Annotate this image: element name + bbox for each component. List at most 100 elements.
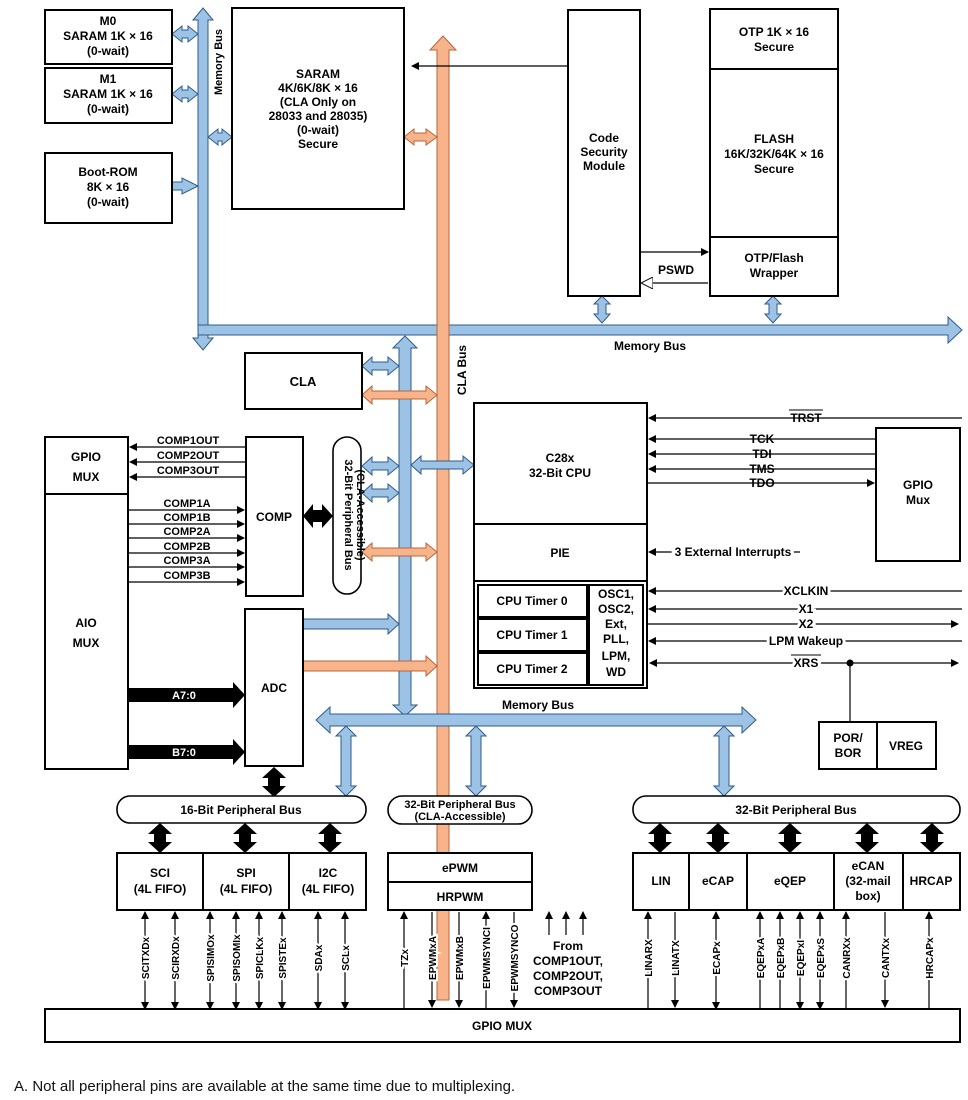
svg-text:CPU Timer 0: CPU Timer 0 (496, 594, 567, 608)
svg-text:Module: Module (583, 159, 625, 173)
svg-text:(CLA-Accessible): (CLA-Accessible) (414, 811, 505, 823)
svg-text:X2: X2 (799, 617, 814, 631)
svg-text:CPU Timer 2: CPU Timer 2 (496, 662, 567, 676)
comp-bus-arrow (303, 504, 333, 528)
memory-bus-vertical-label: Memory Bus (213, 29, 225, 95)
svg-text:X1: X1 (799, 602, 814, 616)
svg-text:Boot-ROM: Boot-ROM (78, 165, 137, 179)
svg-text:EQEPxB: EQEPxB (776, 938, 787, 979)
svg-text:28033 and 28035): 28033 and 28035) (269, 109, 368, 123)
sci-block: SCI (4L FIFO) (116, 852, 204, 911)
cla-link-blue (361, 355, 400, 377)
svg-text:ePWM: ePWM (442, 861, 478, 875)
svg-text:(32-mail: (32-mail (845, 874, 890, 888)
svg-text:MUX: MUX (73, 470, 100, 484)
svg-text:eCAN: eCAN (852, 859, 885, 873)
svg-text:4K/6K/8K × 16: 4K/6K/8K × 16 (278, 81, 358, 95)
svg-text:CANTXx: CANTXx (881, 938, 892, 978)
svg-text:M1: M1 (100, 72, 117, 86)
comp-inputs: COMP1A COMP1B COMP2A COMP2B COMP3A COMP3… (128, 498, 245, 586)
svg-text:box): box) (855, 889, 880, 903)
svg-text:32-Bit Peripheral Bus: 32-Bit Peripheral Bus (342, 459, 354, 570)
boot-rom-block: Boot-ROM 8K × 16 (0-wait) (44, 152, 173, 224)
b7-0-label: B7:0 (172, 747, 196, 759)
svg-text:VREG: VREG (889, 739, 923, 753)
svg-text:HRPWM: HRPWM (437, 890, 484, 904)
svg-text:C28x: C28x (546, 451, 575, 465)
svg-text:FLASH: FLASH (754, 132, 794, 146)
svg-text:EPWMSYNCO: EPWMSYNCO (510, 924, 521, 991)
svg-text:Secure: Secure (754, 162, 794, 176)
svg-text:16-Bit Peripheral Bus: 16-Bit Peripheral Bus (180, 803, 302, 817)
svg-text:SCITXDx: SCITXDx (141, 936, 152, 979)
svg-text:ECAPx: ECAPx (712, 941, 723, 975)
vreg-block: VREG (876, 721, 937, 770)
cpu-timers: CPU Timer 0 CPU Timer 1 CPU Timer 2 OSC1… (473, 580, 648, 689)
svg-text:COMP2B: COMP2B (163, 541, 210, 553)
svg-text:CLA: CLA (290, 374, 317, 389)
jtag-signals: TRST TCK TDI TMS TDO (647, 409, 962, 490)
svg-text:Wrapper: Wrapper (750, 266, 799, 280)
svg-text:WD: WD (606, 665, 626, 679)
lin-pins: LINARX LINATX (642, 911, 684, 1009)
comp3out-label: COMP3OUT (157, 465, 220, 477)
svg-text:(4L FIFO): (4L FIFO) (302, 882, 354, 896)
wrapper-link (763, 295, 783, 324)
ecan-pins: CANRXx CANTXx (840, 911, 894, 1009)
svg-text:TZx: TZx (400, 949, 411, 967)
saram-block: SARAM 4K/6K/8K × 16 (CLA Only on 28033 a… (231, 7, 405, 210)
pie-block: PIE (473, 523, 648, 582)
svg-text:I2C: I2C (319, 866, 338, 880)
epwm-pins: TZx EPWMxA EPWMxB EPWMSYNCI EPWMSYNCO (398, 911, 587, 1009)
periph-bus-32-right: 32-Bit Peripheral Bus (632, 795, 961, 824)
bus-link-32bit-cla (464, 725, 488, 797)
svg-text:EQEPxI: EQEPxI (796, 940, 807, 976)
spi-block: SPI (4L FIFO) (202, 852, 290, 911)
svg-text:OTP 1K × 16: OTP 1K × 16 (739, 25, 809, 39)
i2c-pins: SDAx SCLx (312, 911, 354, 1010)
svg-text:SARAM: SARAM (296, 67, 340, 81)
svg-text:CPU Timer 1: CPU Timer 1 (496, 628, 567, 642)
svg-text:AIO: AIO (75, 616, 96, 630)
ecap-block: eCAP (688, 852, 748, 911)
svg-text:SCIRXDx: SCIRXDx (171, 936, 182, 980)
svg-text:TCK: TCK (750, 432, 775, 446)
svg-text:SPICLKx: SPICLKx (255, 936, 266, 979)
svg-text:COMP3B: COMP3B (163, 570, 210, 582)
clock-signals: XCLKIN X1 X2 LPM Wakeup XRS (647, 581, 962, 722)
svg-text:TDI: TDI (752, 447, 771, 461)
saram-link-left (207, 127, 233, 147)
svg-text:(4L FIFO): (4L FIFO) (220, 882, 272, 896)
gpio-mux-left: GPIO MUX (44, 436, 129, 495)
svg-text:OSC1,: OSC1, (598, 587, 634, 601)
code-security-module: Code Security Module (567, 9, 641, 297)
cpu-core: C28x 32-Bit CPU (473, 402, 648, 525)
pbus-link-3 (361, 541, 438, 563)
svg-text:LPM Wakeup: LPM Wakeup (769, 634, 843, 648)
memory-bus-horizontal (197, 315, 963, 345)
svg-text:eQEP: eQEP (774, 874, 806, 888)
svg-text:Secure: Secure (298, 137, 338, 151)
memory-bus-lower (315, 705, 757, 735)
svg-text:LPM,: LPM, (602, 649, 631, 663)
svg-text:From: From (553, 939, 583, 953)
m0-link (171, 24, 199, 44)
memory-bus-vertical (191, 7, 215, 351)
svg-text:LINARX: LINARX (644, 939, 655, 977)
cla-block: CLA (244, 352, 363, 410)
m1-link (171, 84, 199, 104)
comp2out-label: COMP2OUT (157, 450, 220, 462)
svg-text:EQEPxS: EQEPxS (816, 938, 827, 978)
svg-text:PLL,: PLL, (603, 632, 629, 646)
svg-text:SDAx: SDAx (314, 944, 325, 971)
epwm-block: ePWM (387, 852, 533, 883)
footnote: A. Not all peripheral pins are available… (14, 1078, 516, 1095)
lin-block: LIN (632, 852, 690, 911)
comp-block: COMP (245, 436, 304, 597)
svg-text:HRCAP: HRCAP (910, 874, 953, 888)
svg-text:LINATX: LINATX (671, 940, 682, 976)
svg-text:SPISIMOx: SPISIMOx (206, 934, 217, 982)
adc-to-16bit-bus (262, 767, 286, 797)
svg-text:Ext,: Ext, (605, 617, 627, 631)
periph-bus-16: 16-Bit Peripheral Bus (116, 795, 367, 824)
